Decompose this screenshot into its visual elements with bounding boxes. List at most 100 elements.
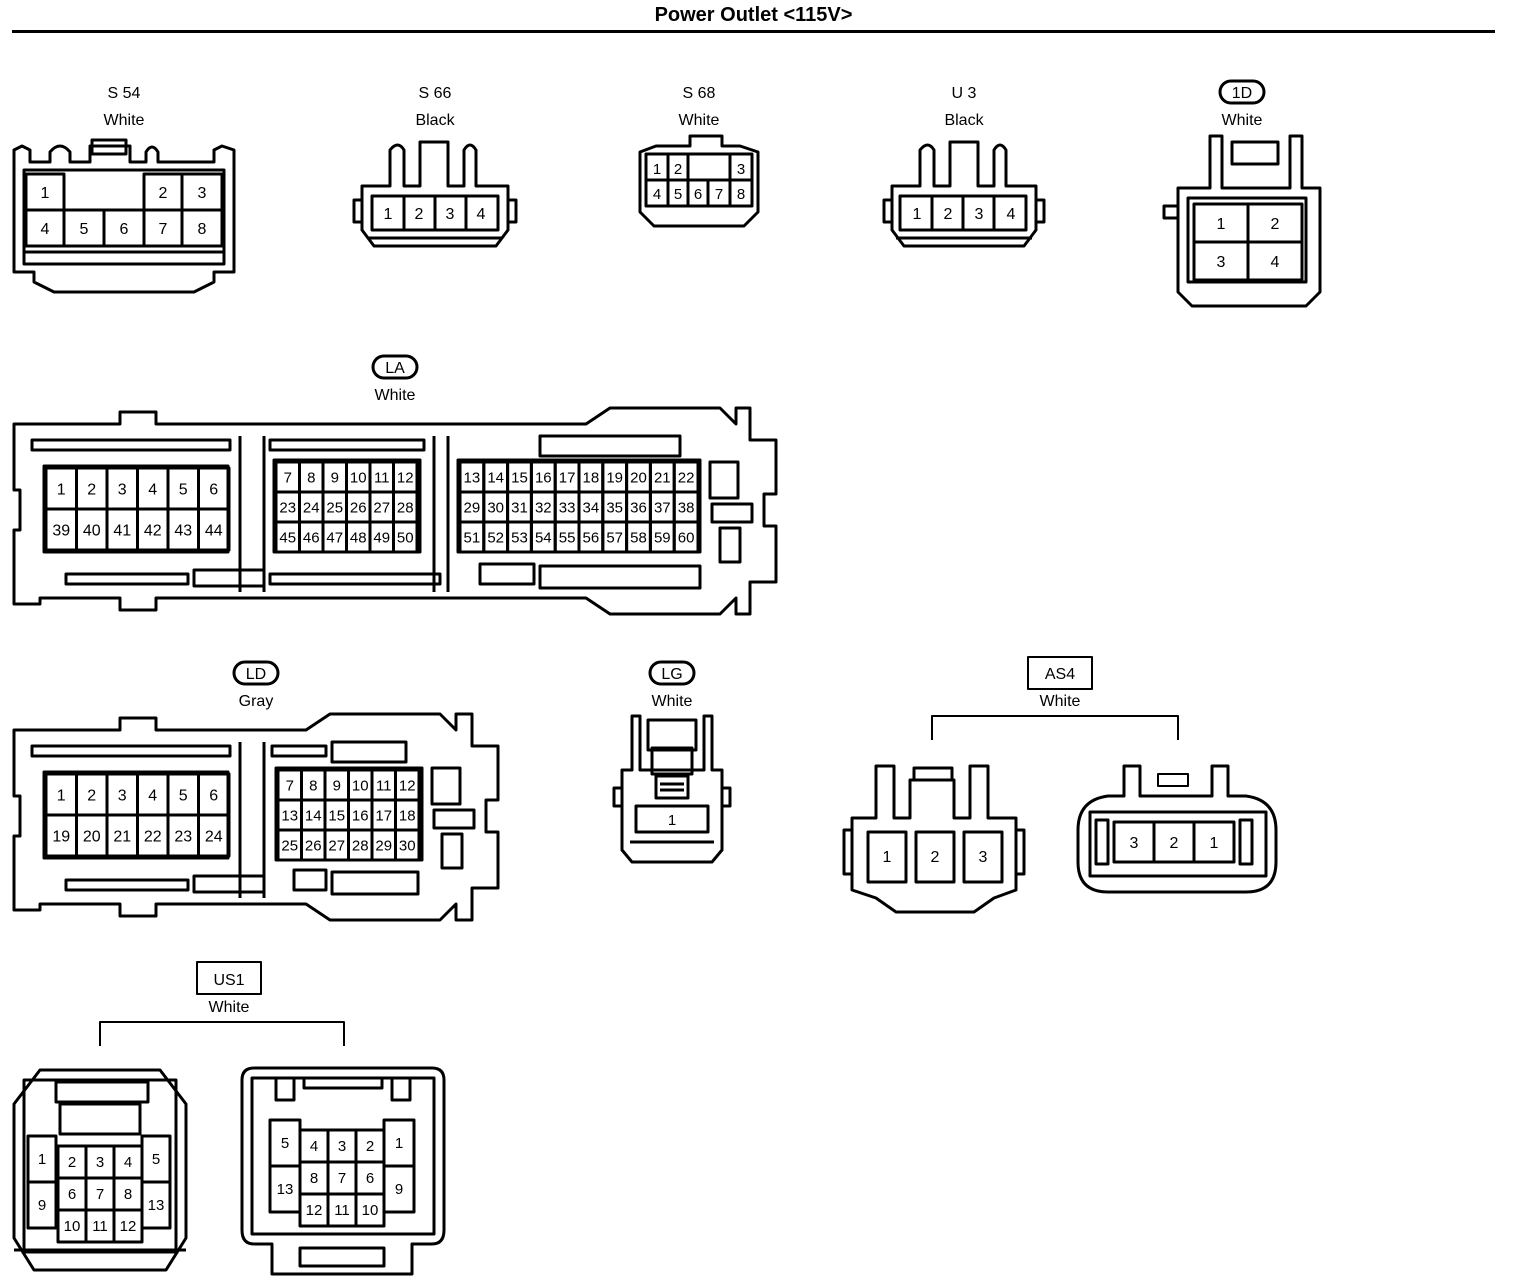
pin: 14 (487, 469, 504, 486)
connector-lg-shell (620, 714, 724, 864)
pin: 28 (397, 499, 414, 516)
pin: 55 (559, 529, 576, 546)
pin: 43 (174, 522, 192, 539)
pin: 30 (399, 837, 416, 854)
pin: 9 (38, 1197, 46, 1214)
pin: 8 (124, 1186, 132, 1203)
pin-cell (197, 813, 231, 858)
connector-u3-pins: 1 2 3 4 (913, 196, 1016, 230)
pin-cell (112, 1208, 144, 1244)
pin: 7 (286, 777, 294, 794)
connector-u3[interactable]: U 3 Black 1 2 3 4 (882, 85, 1046, 248)
connector-lg[interactable]: LG White 1 (612, 660, 732, 864)
connector-s66-name: S 66 (419, 85, 452, 102)
connector-la-color: White (375, 387, 416, 404)
pin: 1 (38, 1151, 46, 1168)
pin: 2 (366, 1138, 374, 1155)
pin: 20 (630, 469, 647, 486)
pin: 2 (931, 849, 940, 866)
pin: 60 (678, 529, 695, 546)
pin: 18 (399, 807, 416, 824)
pin: 4 (124, 1154, 132, 1171)
pin: 13 (464, 469, 481, 486)
connector-ld-name-badge (232, 660, 280, 686)
connector-s54-color: White (104, 112, 145, 129)
pin-cell (197, 507, 231, 552)
pin: 3 (338, 1138, 346, 1155)
pin: 47 (326, 529, 343, 546)
pin: 30 (487, 499, 504, 516)
pin: 4 (477, 206, 486, 223)
pin: 37 (654, 499, 671, 516)
pin: 13 (281, 807, 298, 824)
pin: 31 (511, 499, 528, 516)
pin: 1 (668, 812, 676, 829)
pin-cell (354, 1192, 386, 1228)
connector-s66[interactable]: S 66 Black 1 2 3 4 (352, 85, 518, 248)
pin: 51 (464, 529, 481, 546)
pin: 1 (1210, 835, 1219, 852)
pin: 2 (415, 206, 424, 223)
pin: 2 (944, 206, 953, 223)
connector-1d-name-badge (1218, 79, 1266, 105)
connector-la-name-badge (371, 354, 419, 380)
pin: 5 (152, 1151, 160, 1168)
pin: 9 (331, 469, 339, 486)
connector-as4-male: 1 2 3 (842, 764, 1026, 914)
connector-s68-name: S 68 (683, 85, 716, 102)
pin: 13 (277, 1181, 294, 1198)
pin: 42 (144, 522, 162, 539)
pin: 4 (148, 481, 157, 498)
pin: 14 (305, 807, 322, 824)
connector-us1-name: US1 (213, 972, 244, 989)
pin: 48 (350, 529, 367, 546)
pin: 7 (159, 221, 168, 238)
connector-as4-name-box (1027, 656, 1093, 690)
connector-s54-pins: 1 2 3 4 5 6 7 8 (24, 172, 224, 248)
pin: 52 (487, 529, 504, 546)
pin: 46 (303, 529, 320, 546)
pin: 1 (395, 1135, 403, 1152)
connector-lg-name-badge (648, 660, 696, 686)
pin: 1 (41, 185, 50, 202)
pin: 3 (96, 1154, 104, 1171)
pin: 10 (362, 1202, 379, 1219)
connector-s68[interactable]: S 68 White 1 2 3 4 5 6 7 8 (638, 85, 760, 228)
pin: 44 (205, 522, 223, 539)
pin: 53 (511, 529, 528, 546)
pin: 2 (87, 481, 96, 498)
pin: 32 (535, 499, 552, 516)
pin: 27 (328, 837, 345, 854)
pin: 17 (559, 469, 576, 486)
pin: 3 (118, 481, 127, 498)
connector-la-name: LA (385, 360, 405, 377)
pin: 11 (334, 1202, 350, 1219)
connector-s68-pins: 1 2 3 4 5 6 7 8 (646, 154, 752, 206)
connector-s66-color: Black (415, 112, 455, 129)
connector-s54[interactable]: S 54 White 1 2 3 4 5 6 7 8 (12, 85, 236, 294)
connector-as4[interactable]: AS4 White 1 2 3 3 2 1 (842, 656, 1278, 914)
pin: 11 (376, 777, 392, 794)
pin: 2 (87, 787, 96, 804)
pin: 1 (653, 161, 661, 178)
pin: 19 (52, 828, 70, 845)
pin: 2 (1271, 216, 1280, 233)
pin: 50 (397, 529, 414, 546)
pin: 49 (373, 529, 390, 546)
connector-1d-name: 1D (1232, 85, 1252, 102)
pin: 6 (209, 481, 218, 498)
pin: 41 (113, 522, 131, 539)
pin: 2 (674, 161, 682, 178)
pin: 45 (279, 529, 296, 546)
pin: 4 (1007, 206, 1016, 223)
connector-1d[interactable]: 1D White 1 2 3 4 (1162, 79, 1322, 308)
pin: 3 (737, 161, 745, 178)
